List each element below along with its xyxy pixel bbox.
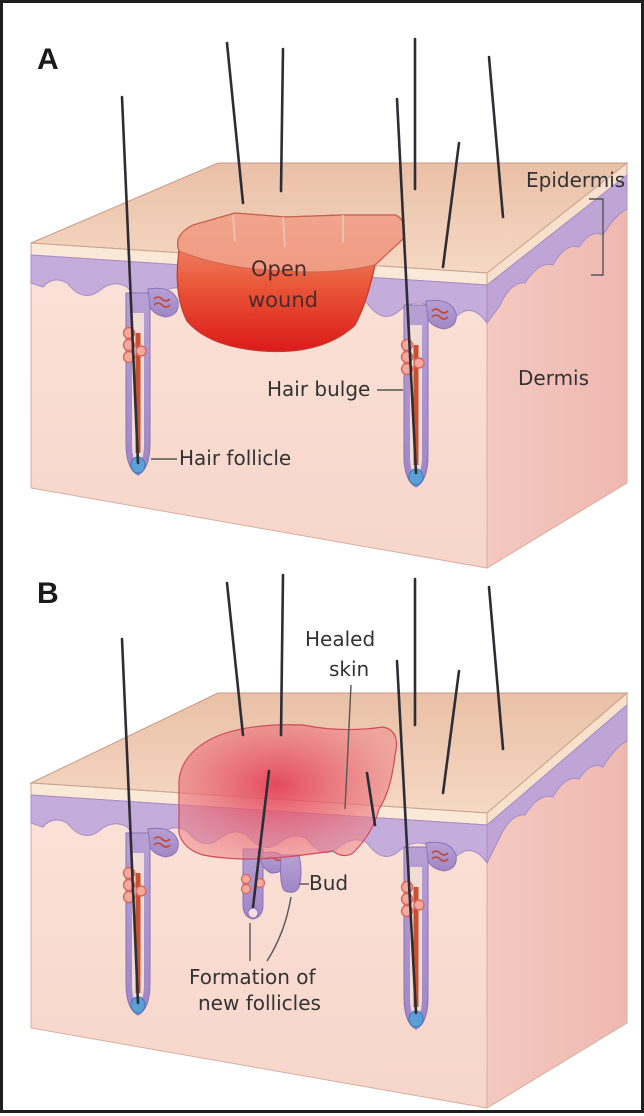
open-wound-label-line1: Open [251,257,307,281]
hair-follicle-label: Hair follicle [179,446,291,470]
formation-label-line1: Formation of [189,965,317,989]
panel-a: A Epidermis [31,39,627,568]
panel-b-letter: B [37,577,59,610]
hair-bulge-label: Hair bulge [267,377,370,401]
diagram-canvas: A Epidermis [3,3,644,1116]
healed-skin-label-line2: skin [329,657,369,681]
dermis-label: Dermis [518,366,589,390]
epidermis-label: Epidermis [526,168,625,192]
open-wound-label-line2: wound [248,288,318,312]
formation-label-line2: new follicles [198,991,321,1015]
bud [281,855,302,892]
panel-a-letter: A [37,43,59,76]
bud-label: Bud [309,871,348,895]
healed-skin-area [179,725,397,859]
healed-skin-label-line1: Healed [305,627,375,651]
panel-b: B [31,575,627,1108]
